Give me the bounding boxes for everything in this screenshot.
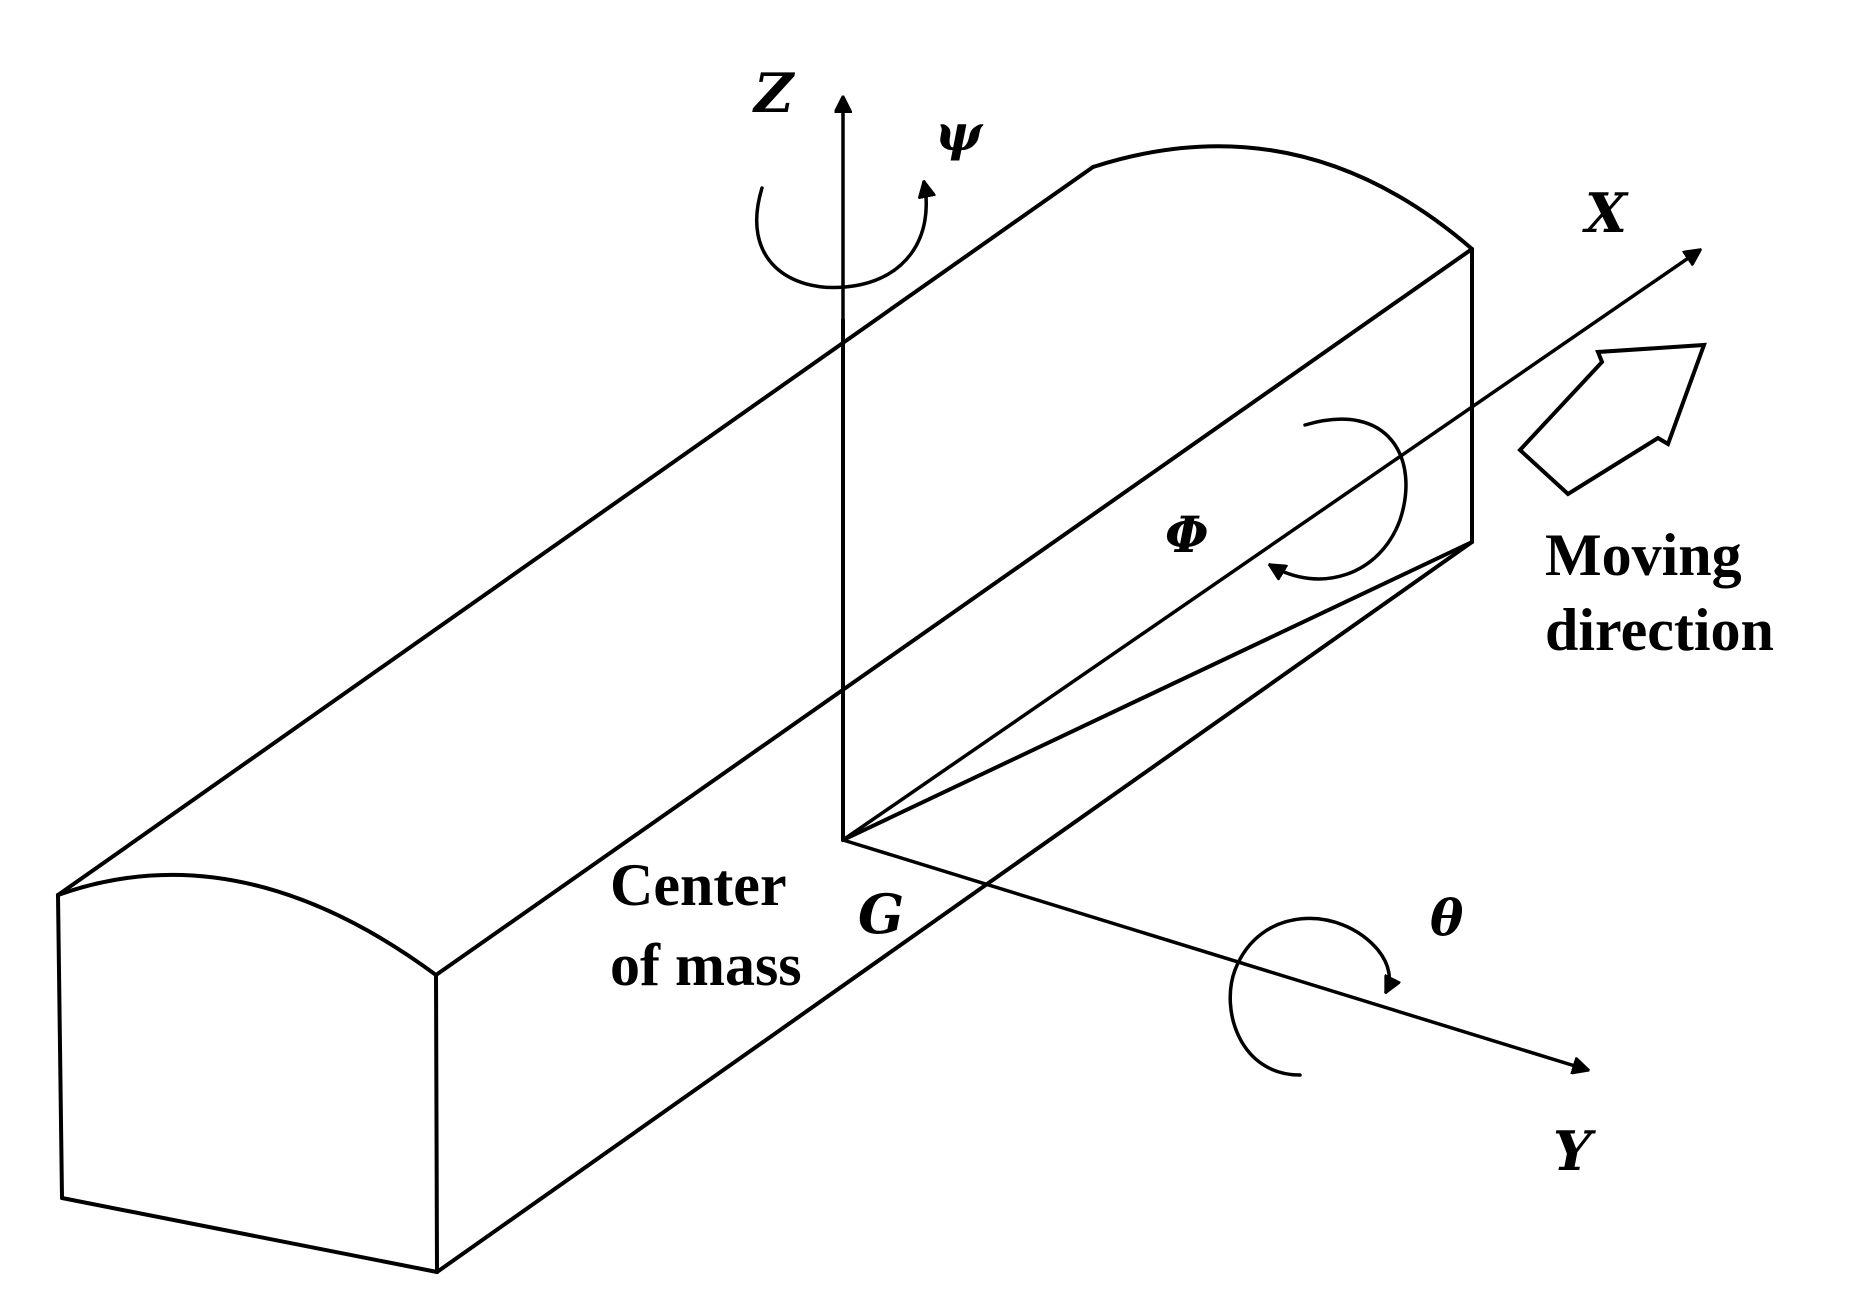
section-bottom-edge	[841, 540, 1474, 842]
yaw-rotation-arrow	[755, 182, 927, 290]
labels: Z X Y ψ Φ θ G Center of mass Moving dire…	[610, 61, 1774, 1183]
center-of-mass-point-label: G	[858, 882, 904, 946]
pitch-rotation-arrow	[1228, 916, 1389, 1077]
rotation-indicators	[755, 182, 1408, 1077]
roll-label: Φ	[1165, 505, 1209, 564]
y-axis	[842, 838, 1588, 1070]
yaw-label: ψ	[935, 103, 984, 162]
z-axis-label: Z	[752, 61, 796, 125]
x-axis-label: X	[1582, 181, 1629, 245]
y-axis-label: Y	[1553, 1119, 1596, 1183]
roll-rotation-arrow	[1270, 417, 1408, 579]
moving-direction-label-line1: Moving	[1545, 522, 1742, 588]
pitch-label: θ	[1430, 888, 1464, 947]
moving-direction-arrow-icon	[1517, 342, 1707, 497]
center-of-mass-label-line2: of mass	[610, 932, 802, 998]
coordinate-axes	[843, 97, 1700, 1070]
back-face-arc	[1091, 144, 1474, 251]
moving-direction-label-line2: direction	[1545, 597, 1774, 663]
bottom-right-edge	[435, 540, 1474, 1274]
front-face-bottom-edge	[60, 1196, 439, 1274]
center-of-mass-label-line1: Center	[610, 852, 787, 918]
top-right-edge	[434, 247, 1474, 977]
front-face-right-edge	[434, 973, 439, 1274]
top-left-edge	[56, 165, 1095, 897]
x-axis	[842, 250, 1700, 842]
front-face-arc	[56, 873, 438, 977]
car-body	[56, 144, 1474, 1274]
front-face-left-edge	[56, 893, 64, 1200]
